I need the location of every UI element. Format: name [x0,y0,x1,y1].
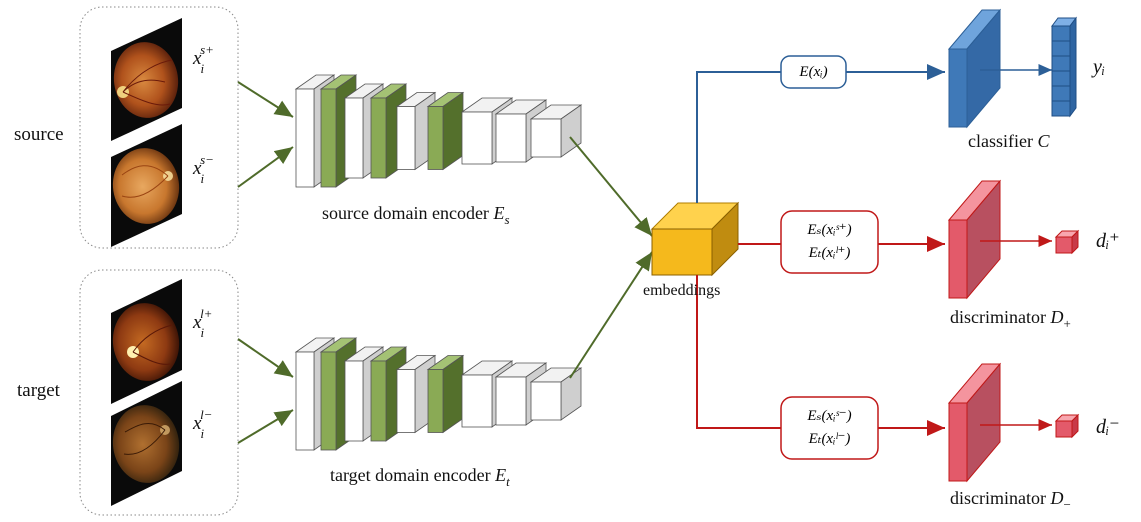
source-neg-symbol: xis− [193,152,214,186]
source-encoder-stack [294,74,583,188]
classifier-input-text: E(xᵢ) [799,64,828,80]
class-output-vector [1051,16,1077,118]
neg-pair-line2: Eₜ(xᵢˡ⁻) [808,431,851,447]
class-output-label: yᵢ [1093,56,1106,78]
discriminator-neg-block [947,362,1002,483]
conv-layer-green-5 [426,91,465,171]
source-input-group [79,6,239,249]
target-label: target [17,380,60,401]
fundus-image-source-neg [111,124,182,247]
conv-layer-green-5 [426,354,465,434]
classifier-input-box [780,55,847,89]
embeddings-label: embeddings [643,282,721,299]
pos-pair-box [780,210,879,274]
input-arrows [237,81,294,444]
neg-pair-line1: Eₛ(xᵢˢ⁻) [807,408,852,424]
d-neg-output [1054,413,1080,439]
conv-layer-8 [529,367,583,421]
target-encoder-caption: target domain encoder Et [330,465,510,489]
classifier-path [696,64,945,203]
pos-pair-line2: Eₜ(xᵢˡ⁺) [808,245,851,261]
embeddings-cube [650,201,740,277]
fundus-image-target-pos [111,279,182,404]
discriminator-pos-caption: discriminator D+ [950,307,1071,331]
target-encoder-stack [294,337,583,451]
discriminator-paths [696,236,945,436]
source-encoder-caption: source domain encoder Es [322,203,510,227]
fundus-image-source-pos [111,18,182,141]
source-pos-symbol: xis+ [193,42,214,76]
d-pos-output [1054,229,1080,255]
target-input-group [79,269,239,516]
neg-pair-box [780,396,879,460]
d-pos-label: dᵢ⁺ [1096,230,1120,252]
discriminator-pos-block [947,179,1002,300]
source-label: source [14,124,64,145]
classifier-caption: classifier C [968,131,1050,151]
encoder-to-embedding-arrows [569,136,653,379]
d-neg-label: dᵢ⁻ [1096,416,1120,438]
classifier-block [947,8,1002,129]
conv-layer-8 [529,104,583,158]
fundus-image-target-neg [111,381,182,506]
target-pos-symbol: xil+ [193,306,213,340]
pos-pair-line1: Eₛ(xᵢˢ⁺) [807,222,852,238]
discriminator-neg-caption: discriminator D− [950,488,1071,512]
target-neg-symbol: xil− [193,407,213,441]
